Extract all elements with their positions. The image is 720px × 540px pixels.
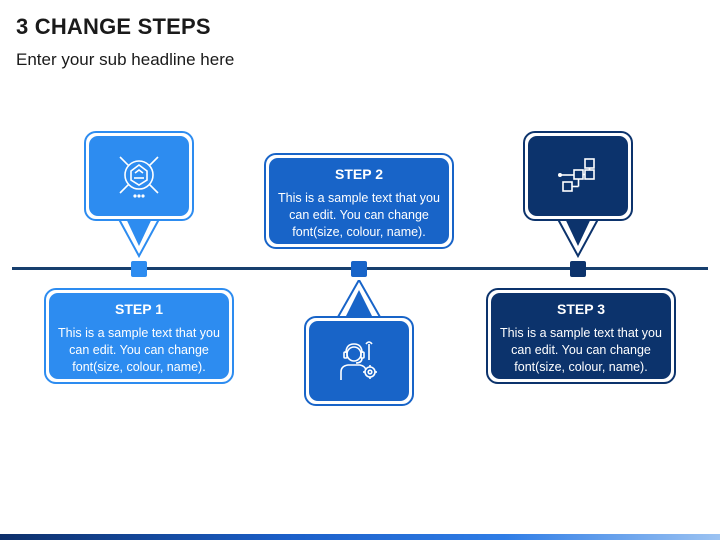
- step1-text: This is a sample text that you can edit.…: [58, 326, 220, 374]
- flowchart-icon: [557, 158, 595, 192]
- page-title: 3 CHANGE STEPS: [16, 14, 211, 39]
- support-agent-icon: [340, 341, 377, 380]
- step2-text: This is a sample text that you can edit.…: [278, 191, 440, 239]
- timeline-node-step2: [351, 261, 367, 277]
- step2-card: STEP 2 This is a sample text that you ca…: [264, 153, 454, 249]
- step3-title: STEP 3: [557, 301, 605, 317]
- bottom-gradient-bar: [0, 534, 720, 540]
- step2-title: STEP 2: [335, 166, 383, 182]
- timeline-node-step1: [131, 261, 147, 277]
- step1-bubble-box: [84, 131, 194, 221]
- step3-card: STEP 3 This is a sample text that you ca…: [486, 288, 676, 384]
- step1-title: STEP 1: [115, 301, 163, 317]
- step2-bubble-box: [304, 316, 414, 406]
- step1-card: STEP 1 This is a sample text that you ca…: [44, 288, 234, 384]
- step3-text: This is a sample text that you can edit.…: [500, 326, 662, 374]
- timeline-node-step3: [570, 261, 586, 277]
- target-icon: [119, 156, 159, 198]
- step3-bubble-box: [523, 131, 633, 221]
- step2-bubble-tail: [334, 280, 384, 324]
- page-subtitle: Enter your sub headline here: [16, 50, 235, 69]
